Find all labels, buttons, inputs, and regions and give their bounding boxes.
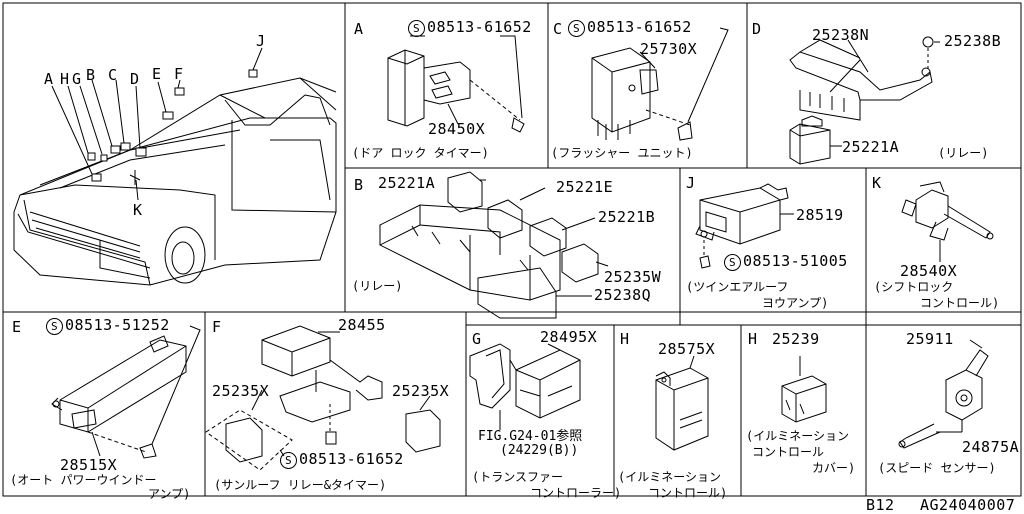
car-label-d: D xyxy=(130,70,140,88)
panel-h1-drawing xyxy=(655,355,709,451)
panel-e-caption1: (オート パワーウインドー xyxy=(10,473,157,487)
car-illustration xyxy=(13,47,337,286)
panel-k-caption2: コントロール) xyxy=(920,296,1000,310)
panel-b-drawing xyxy=(379,171,609,319)
panel-h2-caption3: カバー) xyxy=(812,461,856,475)
panel-g-letter: G xyxy=(472,330,482,348)
panel-k-letter: K xyxy=(872,174,882,192)
car-label-k: K xyxy=(133,201,143,219)
panel-e-part: 28515X xyxy=(60,456,118,474)
car-label-f: F xyxy=(174,65,184,83)
panel-a-drawing xyxy=(387,35,525,133)
panel-f-part1: 28455 xyxy=(338,316,386,334)
panel-b-part3: 25221B xyxy=(598,208,656,226)
panel-h2-caption2: コントロール xyxy=(752,445,825,459)
panel-a-screw-code: 08513-61652 xyxy=(427,18,532,36)
panel-h1-letter: H xyxy=(620,330,630,348)
panel-b-caption: (リレー) xyxy=(352,279,403,293)
panel-b-part5: 25238Q xyxy=(594,286,652,304)
panel-d-part3: 25221A xyxy=(842,138,900,156)
panel-a-part: 28450X xyxy=(428,120,486,138)
panel-a-caption: (ドア ロック タイマー) xyxy=(352,146,489,160)
panel-f-part3: 25235X xyxy=(392,382,450,400)
car-label-h: H xyxy=(60,70,70,88)
panel-c-caption: (フラッシャー ユニット) xyxy=(551,146,693,160)
panel-k-caption1: (シフトロック xyxy=(874,280,954,294)
panel-b-part1: 25221A xyxy=(378,174,436,192)
panel-speed-sensor-drawing xyxy=(898,339,989,449)
panel-h1-part: 28575X xyxy=(658,340,716,358)
panel-d-letter: D xyxy=(752,20,762,38)
panel-h2-letter: H xyxy=(748,330,758,348)
panel-b-part2: 25221E xyxy=(556,178,614,196)
panel-h1-caption1: (イルミネーション xyxy=(618,470,721,484)
panel-g-caption2: コントローラー) xyxy=(530,486,622,500)
panel-f-screw-code: 08513-61652 xyxy=(299,450,404,468)
panel-j-caption1: (ツインエアルーフ xyxy=(686,280,789,294)
panel-f-letter: F xyxy=(212,318,222,336)
s-mark-icon: S xyxy=(280,452,297,469)
panel-speed-caption: (スピード センサー) xyxy=(878,461,996,475)
panel-j-caption2: ヨウアンプ) xyxy=(762,296,829,310)
panel-b-part4: 25235W xyxy=(604,268,662,286)
panel-e-screw-code: 08513-51252 xyxy=(65,316,170,334)
panel-j-part: 28519 xyxy=(796,206,844,224)
panel-c-drawing xyxy=(591,27,729,141)
car-label-b: B xyxy=(86,66,96,84)
panel-h2-caption1: (イルミネーション xyxy=(746,429,849,443)
panel-speed-part1: 25911 xyxy=(906,330,954,348)
panel-d-part1: 25238N xyxy=(812,26,870,44)
panel-f-caption: (サンルーフ リレー&タイマー) xyxy=(214,478,387,492)
car-label-g: G xyxy=(72,70,82,88)
panel-j-drawing xyxy=(695,183,794,269)
panel-h2-part: 25239 xyxy=(772,330,820,348)
car-label-c: C xyxy=(108,66,118,84)
panel-a-letter: A xyxy=(354,20,364,38)
panel-grid xyxy=(2,2,1022,497)
panel-c-letter: C xyxy=(553,20,563,38)
panel-e-letter: E xyxy=(12,318,22,336)
panel-j-screw-code: 08513-51005 xyxy=(743,252,848,270)
panel-g-caption1: (トランスファー xyxy=(472,470,563,484)
panel-h2-drawing xyxy=(781,356,827,423)
panel-g-drawing xyxy=(469,343,581,430)
panel-e-caption2: アンプ) xyxy=(148,487,191,501)
panel-b-letter: B xyxy=(354,176,364,194)
s-mark-icon: S xyxy=(724,254,741,271)
panel-f-drawing xyxy=(205,325,441,471)
panel-d-caption: (リレー) xyxy=(938,146,989,160)
s-mark-icon: S xyxy=(46,318,63,335)
panel-g-ref2: (24229(B)) xyxy=(500,443,579,458)
panel-j-letter: J xyxy=(686,174,696,192)
panel-g-part: 28495X xyxy=(540,328,598,346)
panel-e-drawing xyxy=(51,325,201,459)
s-mark-icon: S xyxy=(408,20,425,37)
panel-speed-part2: 24875A xyxy=(962,438,1020,456)
panel-k-part: 28540X xyxy=(900,262,958,280)
panel-k-drawing xyxy=(901,181,994,262)
car-label-j: J xyxy=(256,32,266,50)
panel-f-part2: 25235X xyxy=(212,382,270,400)
panel-c-part: 25730X xyxy=(640,40,698,58)
panel-h1-caption2: コントロール) xyxy=(648,486,728,500)
car-label-e: E xyxy=(152,65,162,83)
panel-c-screw-code: 08513-61652 xyxy=(587,18,692,36)
footer-page: B12 xyxy=(866,496,895,514)
panel-d-drawing xyxy=(789,36,940,165)
panel-d-part2: 25238B xyxy=(944,32,1002,50)
s-mark-icon: S xyxy=(568,20,585,37)
car-label-a: A xyxy=(44,70,54,88)
footer-code: AG24040007 xyxy=(920,496,1016,514)
panel-g-ref1: FIG.G24-01参照 xyxy=(478,429,583,444)
